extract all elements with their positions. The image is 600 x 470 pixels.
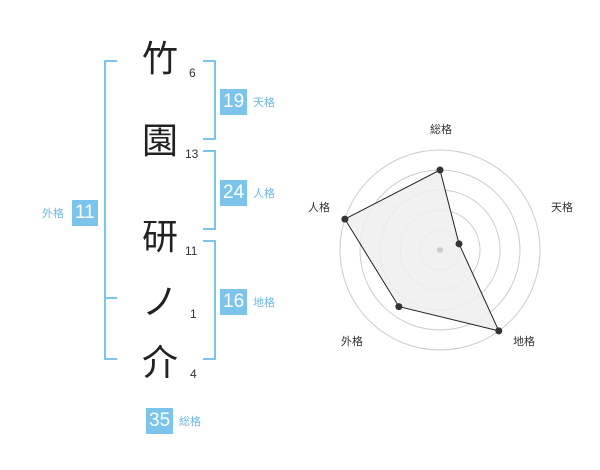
radar-point-4 xyxy=(395,303,403,311)
radar-label-jinkaku: 人格 xyxy=(308,201,330,214)
radar-label-chikaku: 地格 xyxy=(513,335,535,348)
stroke-count-5: 4 xyxy=(190,367,197,381)
name-char-2: 園 xyxy=(141,121,178,162)
tenkaku-bracket xyxy=(203,60,216,140)
radar-label-soukaku: 総格 xyxy=(430,123,452,136)
chikaku-bracket xyxy=(203,240,216,360)
radar-point-2 xyxy=(455,240,463,248)
name-char-3: 研 xyxy=(141,217,178,258)
radar-ring-5 xyxy=(339,149,541,351)
name-char-4: ノ xyxy=(141,282,178,323)
gaikaku-value: 11 xyxy=(72,200,98,226)
stroke-count-3: 11 xyxy=(185,244,198,258)
chikaku-label: 地格 xyxy=(253,296,275,309)
gaikaku-label: 外格 xyxy=(42,207,64,220)
chikaku-value: 16 xyxy=(220,289,248,315)
name-char-5: 介 xyxy=(141,343,178,384)
jinkaku-bracket xyxy=(203,150,216,230)
jinkaku-value: 24 xyxy=(220,180,248,206)
stroke-count-2: 13 xyxy=(185,147,199,161)
radar-label-gaikaku: 外格 xyxy=(341,335,363,348)
stroke-count-4: 1 xyxy=(190,307,197,321)
radar-point-3 xyxy=(495,327,503,335)
soukaku-value: 35 xyxy=(146,408,174,434)
gaikaku-bracket-tick xyxy=(104,297,117,299)
tenkaku-value: 19 xyxy=(220,89,248,115)
soukaku-label: 総格 xyxy=(179,415,201,428)
gaikaku-bracket xyxy=(104,60,117,360)
jinkaku-label: 人格 xyxy=(253,187,275,200)
stroke-count-1: 6 xyxy=(189,66,196,80)
radar-label-tenkaku: 天格 xyxy=(551,201,573,214)
radar-center-dot xyxy=(437,247,443,253)
radar-point-1 xyxy=(436,166,444,174)
name-char-1: 竹 xyxy=(141,39,178,80)
radar-point-5 xyxy=(341,215,349,223)
radar-score-polygon xyxy=(344,169,500,332)
fortune-radar-chart xyxy=(339,149,541,351)
tenkaku-label: 天格 xyxy=(253,96,275,109)
